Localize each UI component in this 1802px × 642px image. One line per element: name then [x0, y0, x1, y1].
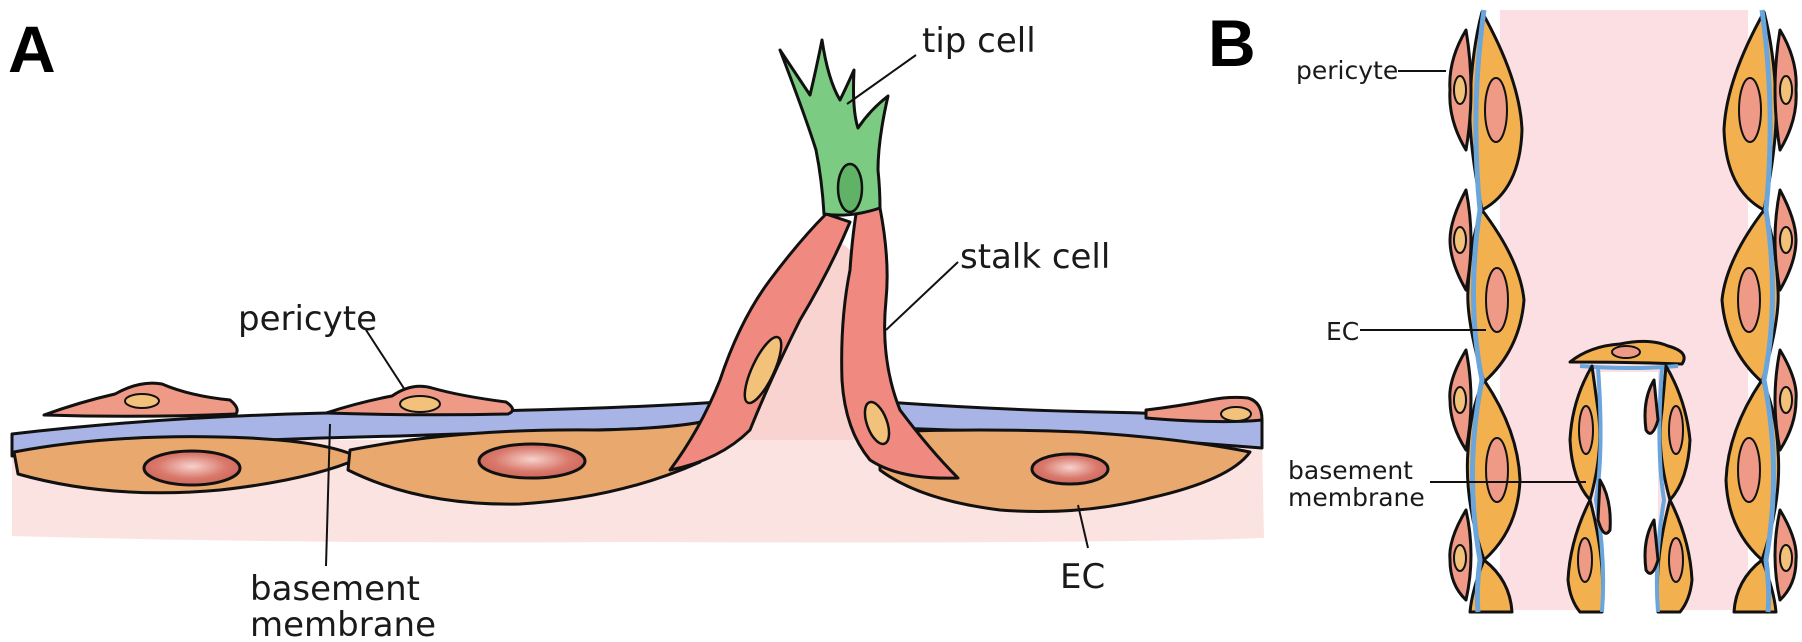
right-pericytes — [1773, 28, 1798, 602]
pericyte-nucleus — [399, 395, 441, 413]
right-basement-membrane — [1759, 9, 1776, 613]
leader-pericyte — [365, 329, 406, 391]
label-stalk-cell: stalk cell — [960, 237, 1110, 277]
tip-cell-nucleus — [836, 162, 864, 214]
label-b-ec: EC — [1326, 317, 1359, 346]
panel-a: A — [8, 12, 1264, 642]
stalk-nucleus — [863, 400, 891, 446]
label-tip-cell: tip cell — [922, 21, 1036, 61]
label-b-membrane: membrane — [1288, 483, 1425, 512]
nucleus — [142, 449, 242, 487]
panel-a-letter: A — [8, 12, 56, 86]
label-ec: EC — [1060, 557, 1105, 597]
stalk-nucleus — [743, 335, 783, 405]
stalk-cell-left — [668, 212, 852, 472]
left-vessel-wall — [1465, 10, 1526, 614]
pericyte-nucleus — [1220, 406, 1252, 422]
leader-tip-cell — [846, 54, 917, 105]
sprout-b — [1566, 339, 1694, 614]
leader-basement — [325, 423, 331, 567]
left-pericytes — [1448, 28, 1473, 602]
label-pericyte: pericyte — [238, 299, 377, 339]
left-basement-membrane — [1470, 9, 1487, 613]
leader-stalk-cell — [885, 261, 959, 331]
label-membrane: membrane — [250, 605, 436, 642]
nucleus — [477, 442, 587, 480]
pericyte-nucleus — [124, 393, 160, 409]
panel-b: B — [1208, 6, 1798, 614]
tip-cell — [778, 38, 890, 217]
label-b-basement: basement — [1288, 456, 1413, 485]
leader-ec — [1077, 504, 1089, 549]
nucleus — [1030, 452, 1110, 486]
label-basement: basement — [250, 569, 420, 609]
label-b-pericyte: pericyte — [1296, 56, 1398, 85]
panel-b-letter: B — [1208, 6, 1256, 80]
